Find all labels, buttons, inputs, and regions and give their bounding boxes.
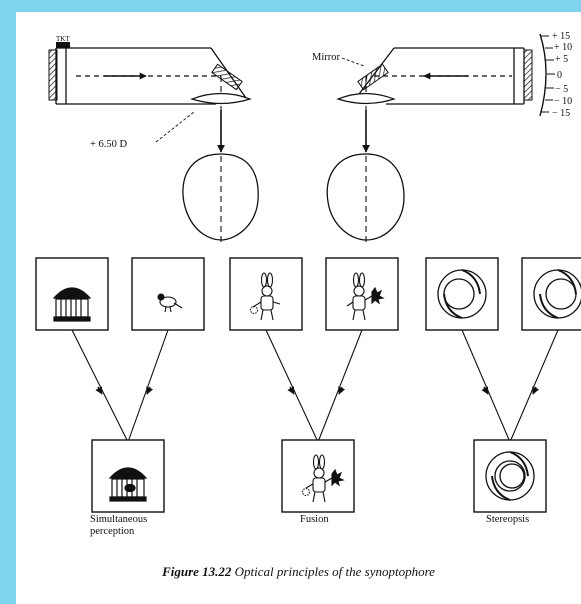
result-rabbit-fused xyxy=(281,439,355,513)
scale-tick-label: − 15 xyxy=(552,108,570,119)
slide-rings-left xyxy=(425,257,499,331)
grade-label-stereopsis: Stereopsis xyxy=(486,514,529,525)
scale-tick-label: + 15 xyxy=(552,31,570,42)
scale-tick-label: + 5 xyxy=(555,54,568,65)
scale-tick-label: − 5 xyxy=(555,84,568,95)
rabbit-with-tail-icon xyxy=(249,272,281,321)
caption-text: Optical principles of the synoptophore xyxy=(234,564,435,579)
slide-rings-right xyxy=(521,257,581,331)
rabbit-with-flowers-icon xyxy=(346,272,385,321)
slide-bird xyxy=(131,257,205,331)
figure-page: TKT + 6.50 D Mirror + 15 + 10 + 5 0 − 5 … xyxy=(16,12,581,604)
left-slide-holder xyxy=(48,49,58,101)
rings-left-icon xyxy=(437,269,487,319)
lens-power-label: + 6.50 D xyxy=(90,139,128,150)
grade-stereopsis: Stereopsis xyxy=(425,257,581,525)
right-lens xyxy=(336,92,396,105)
lens-leader-line xyxy=(155,111,195,143)
left-mirror xyxy=(211,63,243,91)
result-rings-stereo xyxy=(473,439,547,513)
vergence-scale xyxy=(541,35,555,113)
scale-tick-label: 0 xyxy=(557,70,562,81)
slide-rabbit-tail xyxy=(229,257,303,331)
grade-fusion: Fusion xyxy=(229,257,399,525)
rings-right-icon xyxy=(533,269,581,319)
left-slide-clip xyxy=(56,42,70,48)
synoptophore-diagram: TKT + 6.50 D Mirror + 15 + 10 + 5 0 − 5 … xyxy=(35,31,581,537)
slide-tag: TKT xyxy=(56,35,70,43)
left-lens xyxy=(190,92,252,105)
right-eye xyxy=(326,153,405,241)
grade-label-fusion: Fusion xyxy=(300,514,329,525)
mirror-label: Mirror xyxy=(312,52,340,63)
cage-with-bird-icon xyxy=(108,467,148,502)
scale-tick-label: − 10 xyxy=(554,96,572,107)
figure-caption: Figure 13.22 Optical principles of the s… xyxy=(16,564,581,580)
caption-number: Figure 13.22 xyxy=(162,564,232,579)
mirror-leader-line xyxy=(341,57,365,67)
right-mirror xyxy=(357,63,389,91)
vergence-scale-arc xyxy=(539,33,547,117)
left-eye xyxy=(182,153,259,241)
stereo-rings-icon xyxy=(485,451,535,501)
fused-rabbit-icon xyxy=(301,454,345,503)
slide-rabbit-flowers xyxy=(325,257,399,331)
cage-icon xyxy=(52,287,92,322)
scale-tick-label: + 10 xyxy=(554,42,572,53)
bird-icon xyxy=(157,293,183,313)
right-slide-holder xyxy=(523,49,533,101)
